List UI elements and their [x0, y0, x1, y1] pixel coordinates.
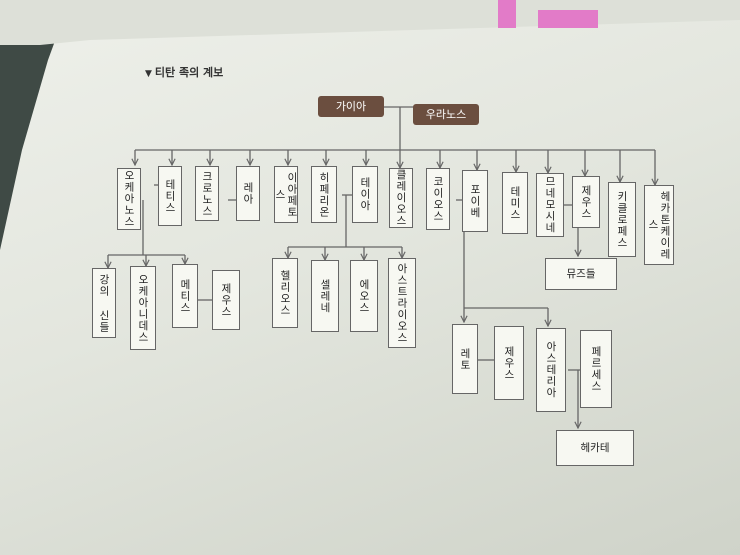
titan-box: 클레이오스 — [389, 168, 413, 228]
child-box: 페르세스 — [580, 330, 612, 408]
child-box: 제우스 — [212, 270, 240, 330]
child-box: 메티스 — [172, 264, 198, 328]
diagram-heading: ▼티탄 족의 계보 — [145, 66, 224, 79]
pink-page-tab — [498, 0, 516, 28]
titan-box: 테티스 — [158, 166, 182, 226]
titan-box: 제우스 — [572, 176, 600, 228]
titan-box: 이아페토스 — [274, 166, 298, 223]
triangle-icon: ▼ — [145, 69, 152, 79]
titan-box: 레아 — [236, 166, 260, 221]
child-box: 아스테리아 — [536, 328, 566, 412]
child-box: 뮤즈들 — [545, 258, 617, 290]
root-uranus: 우라노스 — [413, 104, 479, 125]
child-box: 셀레네 — [311, 260, 339, 332]
titan-box: 키클로페스 — [608, 182, 636, 257]
titan-box: 포이베 — [462, 170, 488, 232]
pink-page-tab — [538, 10, 598, 28]
titan-box: 헤카톤케이레스 — [644, 185, 674, 265]
titan-box: 히페리온 — [311, 166, 337, 223]
child-box: 레토 — [452, 324, 478, 394]
child-box: 헬리오스 — [272, 258, 298, 328]
titan-box: 테이아 — [352, 166, 378, 223]
titan-box: 오케아노스 — [117, 168, 141, 230]
root-gaia: 가이아 — [318, 96, 384, 117]
titan-box: 테미스 — [502, 172, 528, 234]
child-box: 헤카테 — [556, 430, 634, 466]
child-box: 제우스 — [494, 326, 524, 400]
child-box: 오케아니데스 — [130, 266, 156, 350]
titan-box: 코이오스 — [426, 168, 450, 230]
titan-box: 크로노스 — [195, 166, 219, 221]
child-box: 에오스 — [350, 260, 378, 332]
titan-box: 므네모시네 — [536, 173, 564, 237]
child-box: 아스트라이오스 — [388, 258, 416, 348]
child-box: 강의 신들 — [92, 268, 116, 338]
